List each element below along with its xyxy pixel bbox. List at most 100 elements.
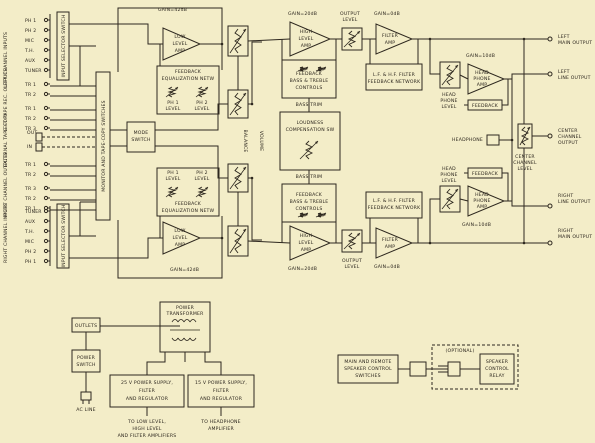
ph1-level-text: PH 1 (167, 100, 178, 106)
pot-arrow-head (305, 213, 308, 216)
tape-input-label: TR 2 (24, 116, 36, 122)
output-level-text: LEVEL (344, 264, 359, 270)
junction-dot (250, 176, 254, 180)
tape-input-label: TR 1 (24, 106, 36, 112)
transformer-coil (177, 337, 185, 341)
transformer-coil (171, 337, 179, 341)
low-level-amp-left: LOW LEVEL AMP (162, 27, 202, 61)
side-labels: LEFT CHANNEL INPUTS LEFT TAPE REC. OUTPU… (3, 32, 9, 263)
transformer-coil (189, 337, 197, 341)
jack-circle (43, 258, 49, 264)
lf-hf-filter-text: FEEDBACK NETWORK (368, 79, 421, 85)
ph2-level-text: LEVEL (194, 176, 209, 182)
transformer-coil (183, 319, 191, 323)
ext-out-jack (35, 132, 43, 142)
low-level-amp-text: AMP (175, 48, 186, 54)
ph1-level-text: LEVEL (165, 176, 180, 182)
low-level-amp-right: LOW LEVEL AMP (162, 221, 202, 255)
bass-treble-text: FEEDBACK (296, 192, 323, 198)
left-main-output-label: MAIN OUTPUT (558, 40, 592, 46)
pot-arrow (229, 228, 247, 254)
tape-output-label: TR 1 (24, 82, 36, 88)
pot-resistor (446, 64, 454, 86)
pot-arrow (343, 232, 361, 250)
jack-circle (43, 115, 49, 121)
transformer-coil (171, 319, 179, 323)
gain-phone-top: GAIN=10dB (466, 53, 495, 59)
junction-dot (428, 37, 432, 41)
relay-plug (447, 361, 461, 377)
ac-plug (80, 391, 92, 401)
label-right-channel-inputs: RIGHT CHANNEL INPUTS (3, 203, 9, 263)
gain-filter-top: GAIN=0dB (374, 11, 400, 17)
center-level-text: CHANNEL (513, 160, 537, 166)
low-level-amp-text: LEVEL (172, 41, 187, 47)
power-transformer-box (159, 301, 211, 353)
gain-high-level-bottom: GAIN=20dB (288, 266, 317, 272)
left-line-output-label: LEFT (558, 69, 570, 75)
headphone-jack (486, 134, 500, 146)
pot-arrow-head (455, 65, 458, 68)
relay-text: SPEAKER (486, 359, 509, 365)
pot-arrow-head (323, 67, 326, 70)
right-input-label: PH 2 (25, 249, 36, 255)
left-tape-inputs: TR 1 TR 2 TR 3 (24, 106, 36, 132)
gain-phone-bottom: GAIN=10dB (462, 222, 491, 228)
pot-arrow-head (357, 31, 360, 34)
pot-arrow-head (175, 87, 178, 90)
high-level-amp-text: HIGH (300, 29, 313, 35)
power-switch-text: SWITCH (76, 362, 95, 368)
speaker-control-switches-box (337, 354, 399, 384)
pot-arrow-head (527, 127, 530, 130)
right-line-output-label: RIGHT (558, 193, 573, 199)
jack-circle (43, 67, 49, 73)
tape-input-label: TR 3 (24, 186, 36, 192)
transformer-coil (183, 337, 191, 341)
headphone-amp-text: PHONE (473, 76, 490, 82)
headphone-amp-text: AMP (477, 82, 488, 88)
filter-amp-text: FILTER (382, 33, 399, 39)
to-low-high-text: AND FILTER AMPLIFIERS (118, 433, 177, 439)
low-level-amp-text: LEVEL (172, 235, 187, 241)
right-tape-outputs: TR 1 TR 2 (24, 162, 36, 178)
output-terminal (547, 133, 553, 139)
headphone-level-text: LEVEL (441, 178, 456, 184)
gain-high-level-top: GAIN=20dB (288, 11, 317, 17)
headphone-level-text: PHONE (440, 98, 457, 104)
right-input-label: PH 1 (25, 259, 36, 265)
low-level-amp-text: LOW (174, 34, 185, 40)
label-left-tape-outputs: LEFT TAPE REC. OUTPUTS (3, 68, 9, 131)
pot-resistor (167, 186, 177, 198)
label-right-channel-outputs: RIGHT CHANNEL OUTPUTS (3, 152, 9, 217)
output-level-text: LEVEL (342, 17, 357, 23)
pot-arrow (229, 92, 247, 116)
jack-circle (43, 81, 49, 87)
left-input-label: T.H. (24, 48, 34, 54)
label-external-tape-copy: EXTERNAL TAPE COPY (3, 113, 9, 167)
transformer-text: TRANSFORMER (165, 311, 204, 317)
junction-dot (220, 42, 224, 46)
ph2-level-text: PH 2 (196, 100, 207, 106)
feedback-box-text: FEEDBACK (472, 171, 499, 177)
ph1-level-text: LEVEL (165, 106, 180, 112)
filter-amp-text: AMP (385, 40, 396, 46)
mode-switch (126, 121, 156, 153)
jack-circle (43, 37, 49, 43)
high-level-amp-text: AMP (301, 43, 312, 49)
jack-circle (43, 185, 49, 191)
junction-dot (220, 236, 224, 240)
left-input-label: PH 1 (25, 18, 36, 24)
ac-line-text: AC LINE (76, 407, 95, 413)
ph2-level-text: LEVEL (194, 106, 209, 112)
jack-circle (43, 161, 49, 167)
lf-hf-filter-left (365, 63, 423, 91)
junction-dot (250, 102, 254, 106)
output-level-text: OUTPUT (340, 11, 360, 17)
pot-arrow-head (243, 29, 246, 32)
jack-circle (43, 27, 49, 33)
pot-arrow-head (357, 233, 360, 236)
feedback-eq-text: EQUALIZATION NETW (162, 208, 215, 214)
jack-connectors (35, 17, 50, 264)
right-input-jacks: TUNER AUX T.H. MIC PH 2 PH 1 (24, 209, 42, 265)
jack-circle (43, 47, 49, 53)
